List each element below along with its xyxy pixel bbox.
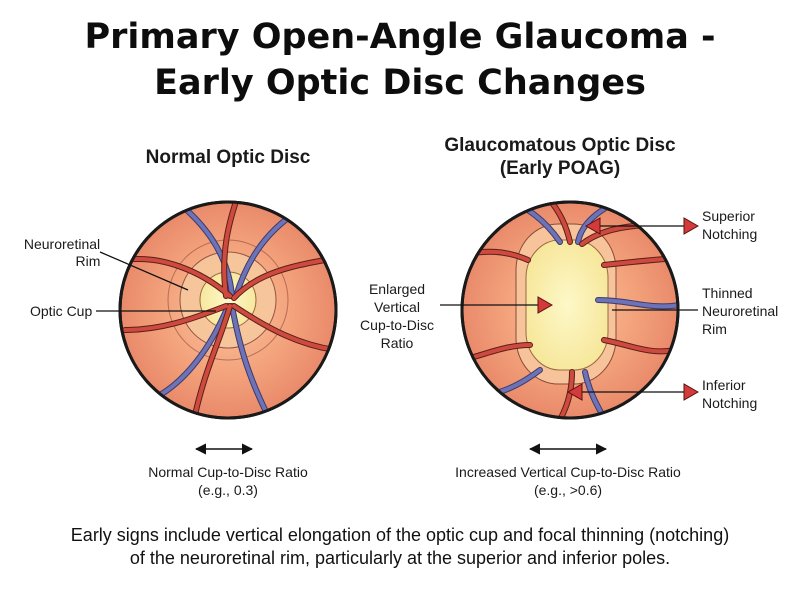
caption-line-1: Early signs include vertical elongation …	[70, 525, 730, 545]
glaucoma-title-line-2: (Early POAG)	[499, 158, 621, 179]
summary-caption: Early signs include vertical elongation …	[20, 524, 780, 570]
glaucoma-title-line-1: Glaucomatous Optic Disc	[444, 135, 676, 156]
normal-ratio-text: Normal Cup-to-Disc Ratio (e.g., 0.3)	[108, 463, 348, 499]
label-superior-1: Superior	[702, 208, 755, 224]
glaucoma-ratio-text: Increased Vertical Cup-to-Disc Ratio (e.…	[418, 463, 718, 499]
normal-disc-border	[118, 200, 338, 420]
title-line-2: Early Optic Disc Changes	[154, 63, 646, 103]
caption-line-2: of the neuroretinal rim, particularly at…	[129, 548, 671, 568]
label-inferior-1: Inferior	[702, 377, 746, 393]
label-optic-cup: Optic Cup	[30, 303, 92, 319]
normal-disc-title: Normal Optic Disc	[145, 147, 311, 168]
label-thinned-1: Thinned	[702, 285, 753, 301]
label-enlarged-3: Cup-to-Disc	[360, 317, 434, 333]
glaucoma-ratio-line-2: (e.g., >0.6)	[533, 482, 603, 498]
label-enlarged-1: Enlarged	[369, 281, 425, 297]
label-enlarged-4: Ratio	[381, 335, 414, 351]
label-thinned-2: Neuroretinal	[702, 303, 778, 319]
label-enlarged-2: Vertical	[374, 299, 420, 315]
inferior-label-marker-icon	[683, 383, 700, 401]
label-neuroretinal-rim-2: Rim	[76, 253, 101, 269]
glaucoma-labels: Enlarged Vertical Cup-to-Disc Ratio Supe…	[360, 208, 778, 411]
glaucoma-disc-title: Glaucomatous Optic Disc (Early POAG)	[430, 134, 690, 180]
label-thinned-3: Rim	[702, 321, 727, 337]
label-inferior-2: Notching	[702, 395, 757, 411]
normal-disc	[118, 200, 338, 420]
superior-label-marker-icon	[683, 217, 700, 235]
diagram-title: Primary Open-Angle Glaucoma - Early Opti…	[0, 14, 800, 106]
glaucoma-ratio-line-1: Increased Vertical Cup-to-Disc Ratio	[455, 464, 681, 480]
label-superior-2: Notching	[702, 226, 757, 242]
inferior-pointer-icon	[566, 383, 583, 401]
rim-leader-line	[99, 251, 189, 291]
title-line-1: Primary Open-Angle Glaucoma -	[84, 17, 716, 57]
normal-ratio-line-1: Normal Cup-to-Disc Ratio	[148, 464, 308, 480]
normal-labels: Neuroretinal Rim Optic Cup	[24, 236, 216, 319]
glaucoma-disc	[460, 200, 680, 420]
enlarged-pointer-icon	[537, 296, 554, 314]
superior-pointer-icon	[584, 217, 601, 235]
label-neuroretinal-rim-1: Neuroretinal	[24, 236, 100, 252]
normal-ratio-line-2: (e.g., 0.3)	[198, 482, 258, 498]
